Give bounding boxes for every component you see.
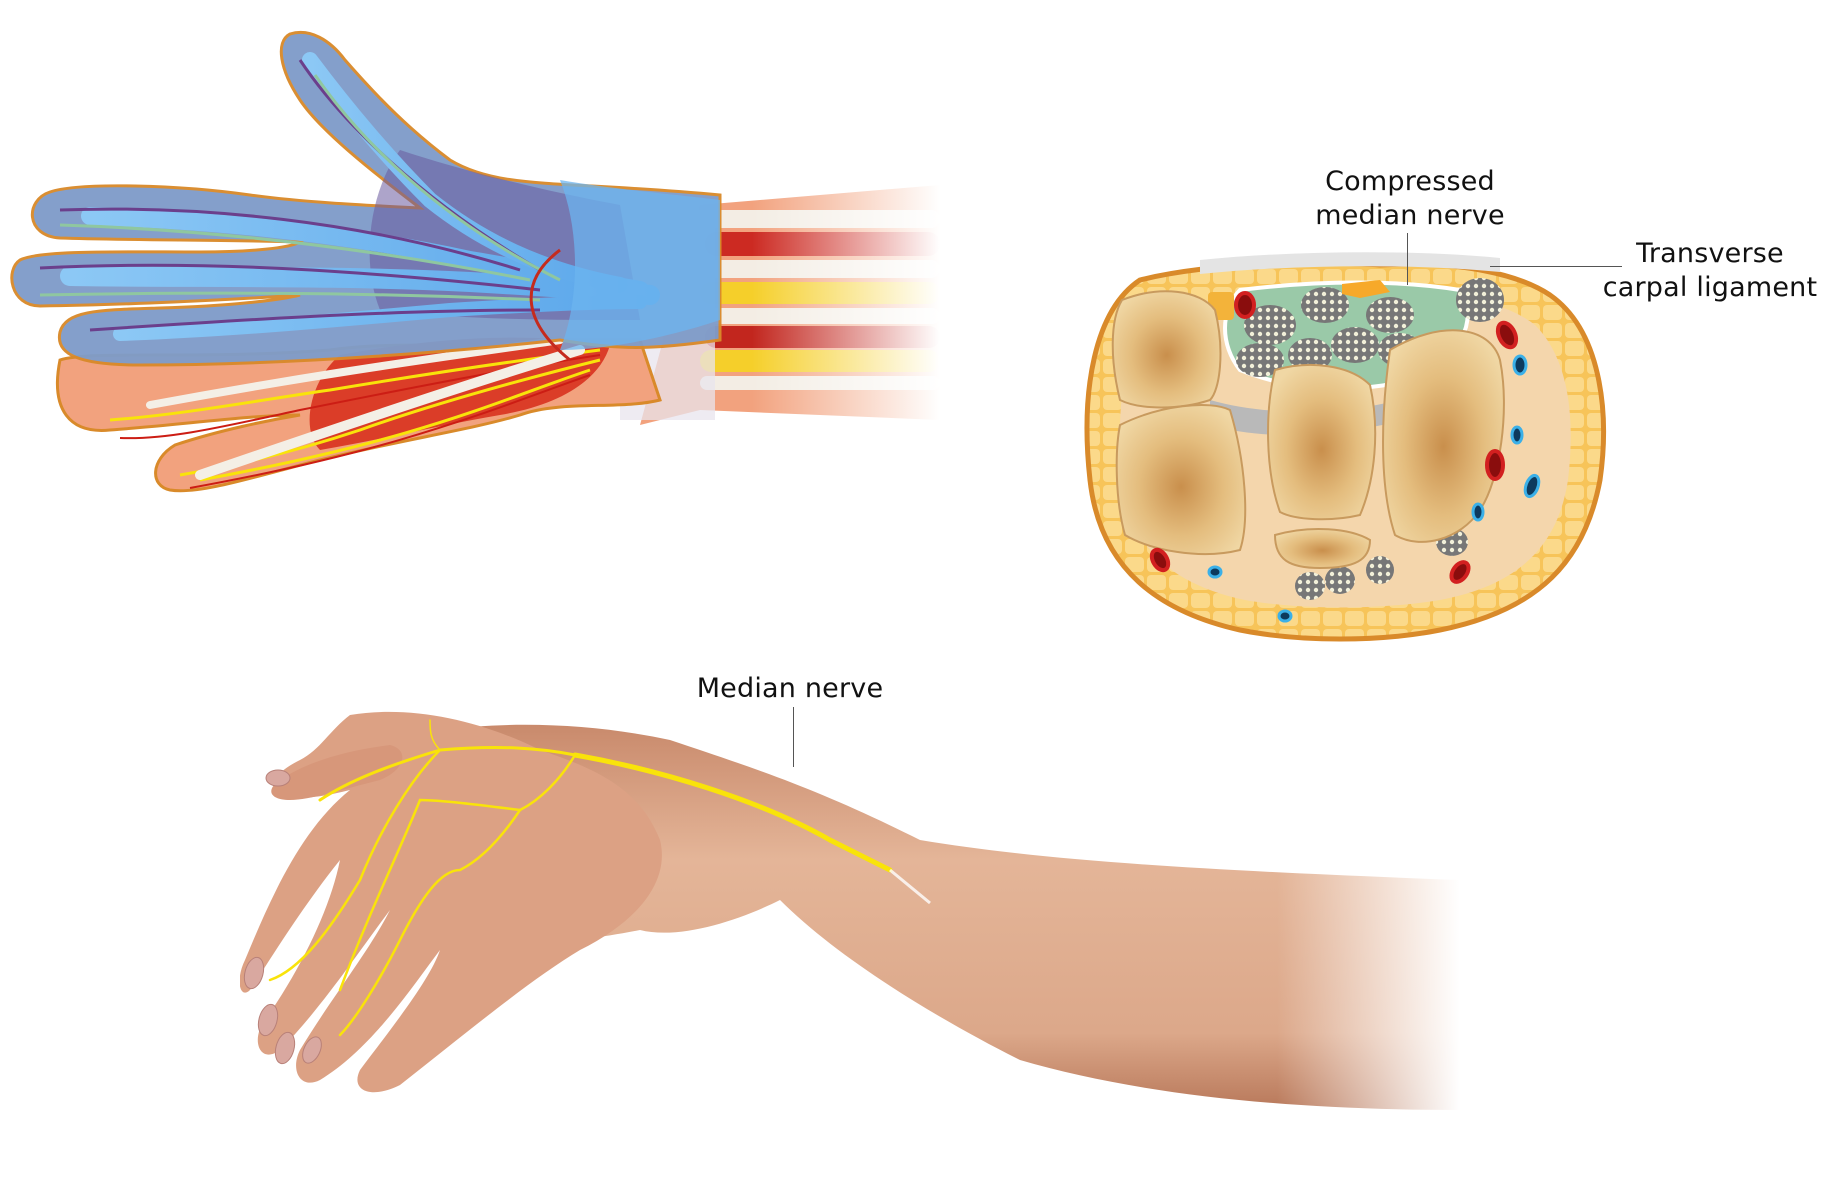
- compressed-median-nerve-label: Compressed median nerve: [1310, 165, 1510, 233]
- median-nerve-label: Median nerve: [696, 673, 884, 704]
- arm-drawing: [240, 690, 1460, 1170]
- median-nerve-leader-line: [793, 707, 794, 767]
- cross-section-drawing: [1084, 252, 1606, 642]
- label-line: Transverse: [1636, 238, 1784, 269]
- label-line: carpal ligament: [1602, 272, 1818, 303]
- arm-illustration: [240, 690, 1460, 1170]
- wrist-cross-section: [1080, 250, 1680, 650]
- hand-anatomy-illustration: [0, 20, 940, 560]
- compressed-nerve-leader-line: [1407, 233, 1408, 285]
- compressed-median-nerve: [1342, 280, 1390, 298]
- label-line: Compressed: [1325, 166, 1495, 197]
- transverse-carpal-ligament: [1200, 252, 1500, 274]
- ligament-leader-line: [1490, 266, 1622, 267]
- hand-anatomy-drawing: [0, 20, 940, 560]
- transverse-carpal-ligament-label: Transverse carpal ligament: [1585, 237, 1835, 305]
- label-line: median nerve: [1315, 200, 1505, 231]
- blood-vessels: [1149, 291, 1541, 623]
- carpal-bones: [1111, 290, 1505, 570]
